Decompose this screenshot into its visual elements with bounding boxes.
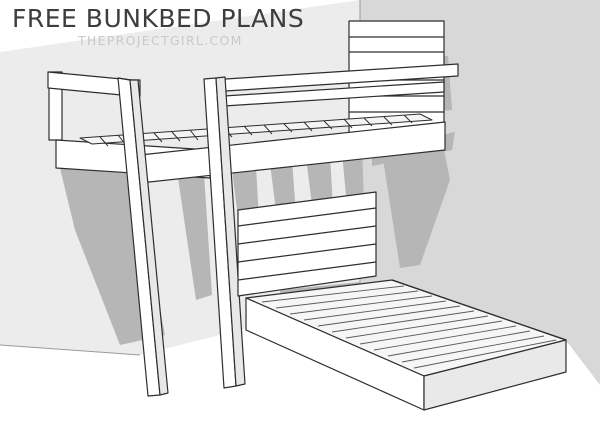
floor-line	[0, 344, 141, 356]
site-watermark: THEPROJECTGIRL.COM	[78, 33, 243, 48]
front-right-post	[203, 76, 246, 389]
page-title: FREE BUNKBED PLANS	[12, 4, 305, 33]
lower-bed-frame	[245, 279, 567, 411]
lower-slats	[261, 285, 557, 369]
lower-headboard	[237, 191, 377, 297]
front-left-post	[117, 77, 169, 397]
